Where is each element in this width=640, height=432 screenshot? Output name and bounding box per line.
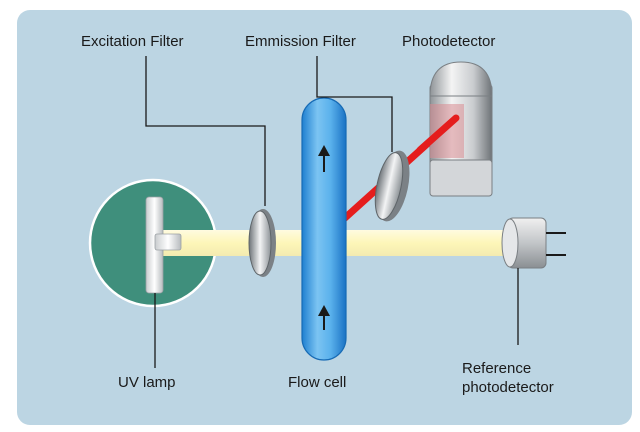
emission-filter-label: Emmission Filter bbox=[245, 33, 356, 50]
excitation-filter-label: Excitation Filter bbox=[81, 33, 184, 50]
reference-photodetector-label-line2: photodetector bbox=[462, 379, 554, 396]
flow-cell bbox=[301, 97, 347, 361]
flow-direction-arrow-upper bbox=[318, 145, 330, 172]
photodetector-label: Photodetector bbox=[402, 33, 496, 50]
photodetector-device bbox=[429, 61, 493, 197]
flow-direction-arrow-lower bbox=[318, 305, 330, 330]
uv-lamp-label: UV lamp bbox=[118, 374, 176, 391]
emission-filter-lens bbox=[374, 150, 410, 222]
excitation-filter-lens bbox=[248, 209, 276, 277]
fluorescence-beam-on-detector bbox=[416, 114, 460, 154]
excitation-filter-leader-line bbox=[145, 56, 266, 206]
emission-filter-leader-line bbox=[316, 56, 393, 152]
reference-photodetector-label-line1: Reference bbox=[462, 360, 532, 377]
uv-lamp-tube-horizontal bbox=[154, 233, 182, 251]
flow-cell-label: Flow cell bbox=[288, 374, 347, 391]
reference-photodetector-device bbox=[501, 217, 566, 269]
